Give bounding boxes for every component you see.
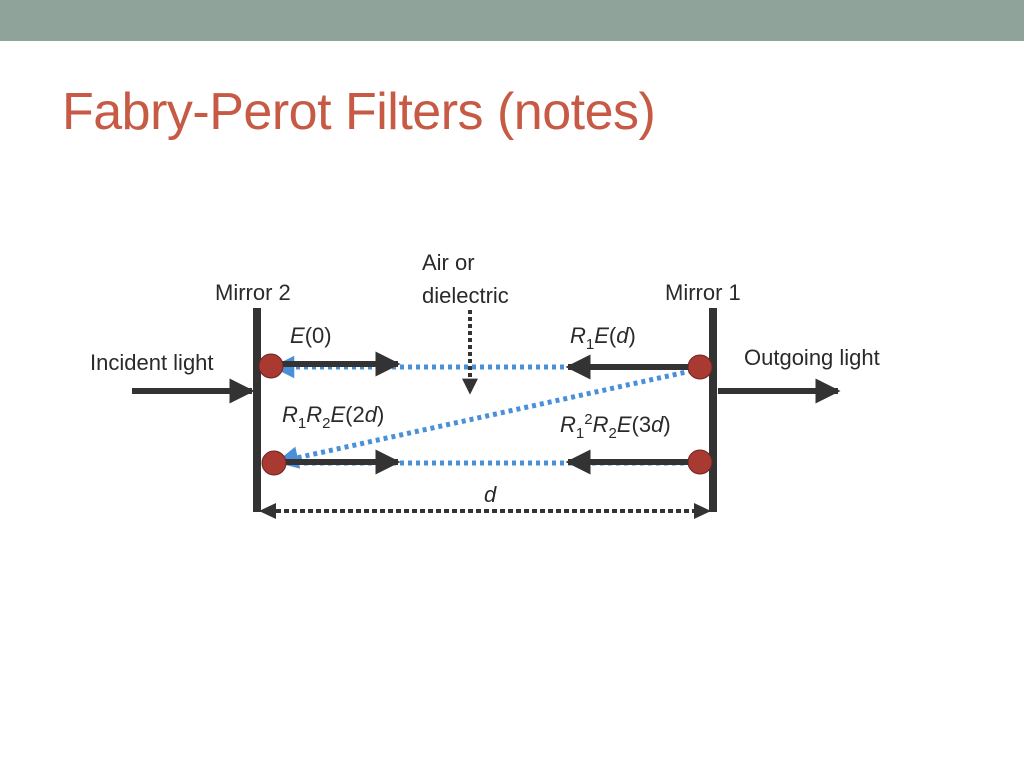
- field-r1ed-label: R1E(d): [570, 323, 636, 353]
- field-e0-label: E(0): [290, 323, 332, 348]
- slide-title: Fabry-Perot Filters (notes): [62, 83, 656, 141]
- medium-label-line2: dielectric: [422, 283, 509, 308]
- cavity-length-label: d: [484, 482, 497, 507]
- red-dot-icon: [261, 450, 287, 476]
- incident-light-label: Incident light: [90, 350, 214, 375]
- field-r1sqr2e3d-label: R12R2E(3d): [560, 411, 671, 442]
- medium-label-line1: Air or: [422, 250, 475, 275]
- mirror-2-label: Mirror 2: [215, 280, 291, 305]
- outgoing-light-label: Outgoing light: [744, 345, 880, 370]
- red-dot-icon: [687, 449, 713, 475]
- cavity-right-arrowhead: [694, 503, 711, 519]
- field-r1r2e2d-label: R1R2E(2d): [282, 402, 384, 432]
- mirror-1-label: Mirror 1: [665, 280, 741, 305]
- red-dot-icon: [258, 353, 284, 379]
- wave-path-diagonal: [275, 366, 701, 469]
- cavity-left-arrowhead: [259, 503, 276, 519]
- red-dot-icon: [687, 354, 713, 380]
- top-accent-bar: [0, 0, 1024, 41]
